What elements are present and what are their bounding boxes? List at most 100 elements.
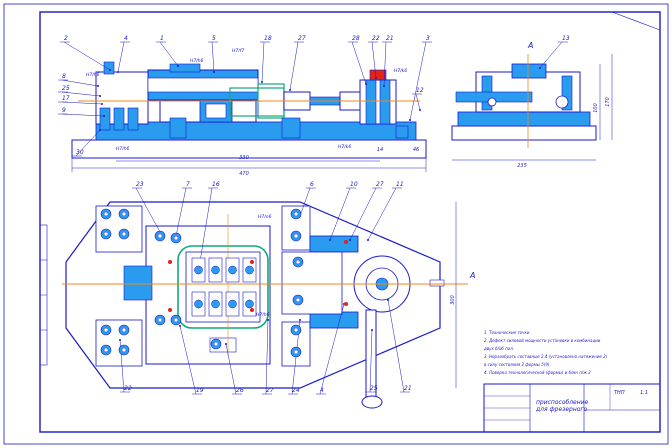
tech-note-6: 4. Поверка технологической (формы) и б/м… — [484, 370, 591, 375]
clamp-pad-bolt-1-1 — [211, 299, 220, 309]
callout-top-4-1-dot — [117, 71, 119, 73]
callout-left-9-3-dot — [103, 115, 105, 117]
callout-left-17-2-dot — [101, 103, 103, 105]
callout-plan-bottom-24-4: 24 — [292, 387, 300, 394]
fit-4: H7/k6 — [338, 144, 351, 150]
bolt-hole-12 — [293, 211, 299, 217]
title-line-1: приспособление — [536, 399, 589, 406]
callout-top-21-8-dot — [383, 85, 385, 87]
fit-5: H7/k6 — [394, 68, 407, 74]
callout-top-28-6: 28 — [352, 35, 360, 42]
callout-plan-bottom-25-6-dot — [371, 329, 373, 331]
callout-top-1-2-leader — [159, 41, 179, 67]
clamp-pad-bolt-1-2 — [228, 299, 237, 309]
tech-note-2: 2. Дефект силовой мощности установки в к… — [484, 338, 601, 343]
bolt-hole-9 — [173, 235, 179, 241]
callout-side-13: 13 — [562, 35, 570, 42]
bolt-hole-6 — [103, 347, 109, 353]
callout-plan-bottom-26-2-dot — [225, 343, 227, 345]
clamp-pad-bolt-1-3 — [245, 299, 254, 309]
dim-side-width: 235 — [517, 163, 527, 169]
callout-plan-top-27-5-leader — [349, 187, 377, 241]
view-label-top: A — [527, 41, 533, 50]
callout-plan-top-27-5-dot — [349, 239, 351, 241]
callout-plan-bottom-22-0-dot — [119, 339, 121, 341]
callout-plan-bottom-25-6-leader — [369, 329, 373, 393]
callout-left-8-0-dot — [97, 85, 99, 87]
callout-left-9-3-leader — [61, 113, 105, 117]
callout-top-5-3-dot — [213, 71, 215, 73]
callout-top-1-2-dot — [177, 65, 179, 67]
callout-top-28-6-leader — [351, 41, 367, 85]
clamp-pad-bolt-0-2 — [228, 265, 237, 275]
callout-top-3-9: 3 — [426, 35, 430, 42]
callout-top-22-7-leader — [371, 41, 377, 79]
callout-top-5-3-leader — [211, 41, 215, 73]
callout-top-27-5: 27 — [298, 35, 306, 42]
callout-front-12-dot — [419, 109, 421, 111]
callout-top-2-0: 2 — [64, 35, 68, 42]
callout-plan-bottom-26-2-leader — [225, 343, 237, 395]
bolt-hole-7 — [121, 347, 127, 353]
callout-plan-top-7-1: 7 — [186, 181, 190, 188]
tech-note-4: 3. Неразобрать составные 2,4 (установлен… — [484, 354, 608, 359]
callout-plan-top-23-0: 23 — [136, 181, 144, 188]
callout-plan-top-23-0-leader — [135, 187, 161, 233]
fit-7: H7/h6 — [256, 312, 270, 318]
red-mark-4 — [344, 240, 348, 244]
callout-plan-top-10-4: 10 — [350, 181, 358, 188]
dim-front-total: 470 — [239, 171, 249, 177]
callout-plan-bottom-27-3-leader — [265, 319, 269, 395]
callout-top-4-1-leader — [117, 41, 125, 73]
callout-plan-bottom-19-1-leader — [179, 325, 197, 395]
callout-plan-bottom-4-5-leader — [319, 303, 345, 395]
inner-frame — [39, 11, 661, 433]
callout-top-21-8: 21 — [386, 35, 394, 42]
callout-plan-top-11-6-leader — [367, 187, 397, 241]
callout-top-3-9-leader — [409, 41, 427, 121]
callout-plan-bottom-21-7-dot — [387, 299, 389, 301]
callout-left-17-2-leader — [61, 101, 103, 105]
dim-plan-height: 300 — [450, 295, 456, 305]
bolt-hole-10 — [157, 317, 163, 323]
callout-front-12-leader — [415, 93, 421, 111]
fit-3: H7/f7 — [232, 48, 244, 54]
callout-left-8-0: 8 — [62, 73, 66, 80]
callout-top-22-7: 22 — [372, 35, 380, 42]
callout-left-25-1-leader — [61, 91, 101, 97]
bolt-hole-18 — [213, 341, 219, 347]
callout-plan-bottom-27-3-dot — [267, 319, 269, 321]
side-view — [451, 54, 613, 161]
callout-left-9-3: 9 — [62, 107, 66, 114]
callout-top-28-6-dot — [365, 83, 367, 85]
fit-0: H7/h6 — [86, 72, 100, 78]
bolt-hole-2 — [103, 231, 109, 237]
fit-2: H7/h6 — [190, 58, 204, 64]
callout-plan-bottom-25-6: 25 — [370, 385, 378, 392]
callout-plan-top-6-3: 6 — [310, 181, 314, 188]
callout-plan-top-11-6: 11 — [396, 181, 404, 188]
red-mark-3 — [250, 308, 254, 312]
clamp-pad-bolt-0-1 — [211, 265, 220, 275]
callout-plan-top-11-6-dot — [367, 239, 369, 241]
callout-plan-bottom-4-5: 4 — [320, 387, 324, 394]
bolt-hole-3 — [121, 231, 127, 237]
callout-top-5-3: 5 — [212, 35, 216, 42]
callout-top-18-4-dot — [261, 81, 263, 83]
tech-note-3: двух б/об пол. — [484, 346, 515, 351]
tech-note-5: в силу состояния 2 формы 5(9) — [484, 362, 550, 367]
bolt-hole-1 — [121, 211, 127, 217]
dim-front-small-1: 14 — [377, 147, 383, 153]
red-mark-5 — [344, 302, 348, 306]
bolt-hole-16 — [295, 259, 301, 265]
callout-left-30-4-dot — [99, 129, 101, 131]
callout-top-1-2: 1 — [160, 35, 164, 42]
callout-plan-bottom-21-7: 21 — [404, 385, 412, 392]
callout-plan-bottom-19-1-dot — [179, 325, 181, 327]
tech-note-1: 1. Технические точки — [484, 330, 530, 335]
callout-plan-bottom-26-2: 26 — [236, 387, 244, 394]
front-view — [71, 61, 427, 172]
callout-front-12: 12 — [416, 87, 424, 94]
callout-top-4-1: 4 — [124, 35, 128, 42]
